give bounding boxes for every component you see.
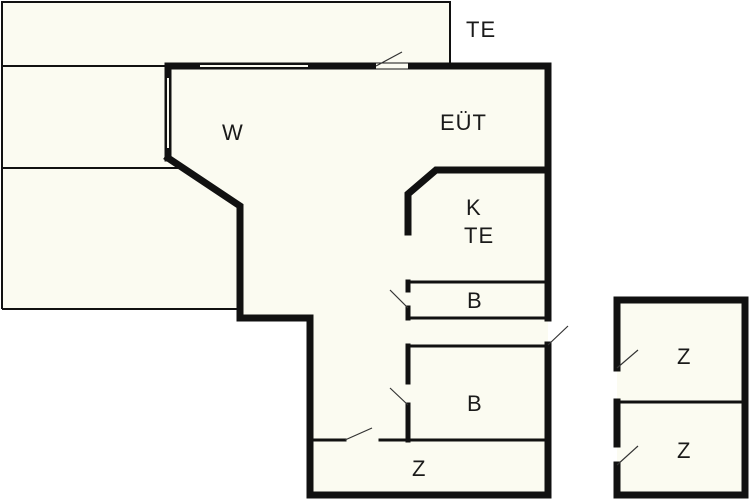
label-annex-bottom: Z [677, 438, 691, 463]
label-living: W [222, 120, 244, 145]
label-bath-large: B [467, 391, 483, 416]
label-kitchen-1: K [466, 195, 482, 220]
annex [613, 296, 749, 499]
label-dining: EÜT [440, 110, 487, 135]
label-bath-small: B [467, 288, 483, 313]
door-swings [344, 51, 569, 441]
label-terrace-top: TE [466, 17, 496, 42]
label-annex-top: Z [677, 344, 691, 369]
label-kitchen-2: TE [464, 223, 494, 248]
interior-walls [308, 166, 552, 443]
label-room-bottom: Z [412, 456, 426, 481]
window-openings [165, 63, 408, 148]
